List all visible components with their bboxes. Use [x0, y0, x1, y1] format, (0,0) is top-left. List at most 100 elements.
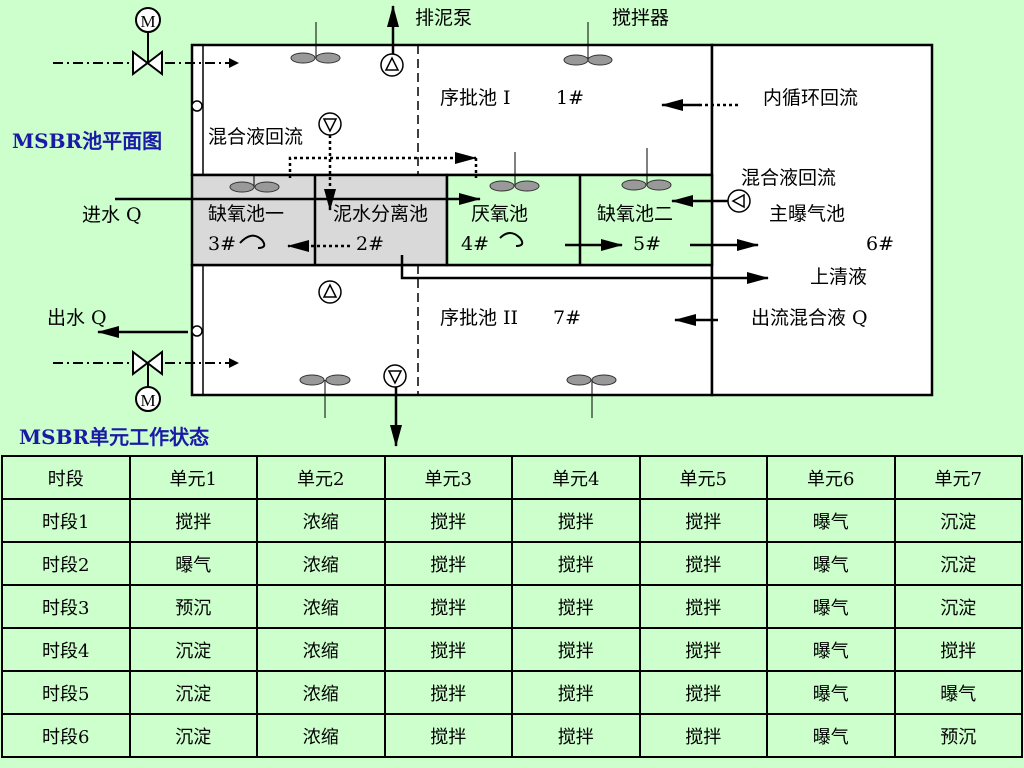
table-cell: 时段2: [1, 541, 131, 586]
table-cell: 搅拌: [383, 541, 513, 586]
inflow-label: 进水 Q: [82, 204, 142, 226]
table-cell: 预沉: [128, 584, 258, 629]
table-cell: 沉淀: [128, 670, 258, 715]
table-cell: 沉淀: [893, 584, 1023, 629]
table-row: 时段3 预沉 浓缩 搅拌 搅拌 搅拌 曝气 沉淀: [1, 584, 1023, 629]
table-cell: 时段5: [1, 670, 131, 715]
table-row: 时段5 沉淀 浓缩 搅拌 搅拌 搅拌 曝气 曝气: [1, 670, 1023, 715]
outflow-label: 出水 Q: [47, 307, 107, 329]
sludge-pump-label: 排泥泵: [415, 7, 473, 29]
table-cell: 浓缩: [256, 498, 386, 543]
header-cell: 单元4: [511, 455, 641, 500]
table-cell: 沉淀: [893, 498, 1023, 543]
table-row: 时段6 沉淀 浓缩 搅拌 搅拌 搅拌 曝气 预沉: [1, 713, 1023, 758]
tank-7-number: 7#: [553, 307, 582, 329]
pump-icon: [318, 53, 751, 388]
table-cell: 预沉: [893, 713, 1023, 758]
table-cell: 搅拌: [383, 670, 513, 715]
swirl-icon: [239, 232, 524, 249]
msbr-plan-diagram: M M: [53, 5, 934, 447]
table-cell: 搅拌: [511, 713, 641, 758]
header-cell: 单元7: [893, 455, 1023, 500]
anoxic-tank-1-label: 缺氧池一: [208, 203, 285, 225]
header-cell: 单元5: [638, 455, 768, 500]
table-cell: 搅拌: [893, 627, 1023, 672]
table-cell: 曝气: [766, 541, 896, 586]
table-cell: 浓缩: [256, 627, 386, 672]
table-cell: 搅拌: [638, 670, 768, 715]
mixed-recycle-right-label: 混合液回流: [741, 167, 837, 189]
table-cell: 搅拌: [638, 584, 768, 629]
inner-recycle-label: 内循环回流: [763, 87, 859, 109]
mixed-recycle-left-label: 混合液回流: [208, 126, 304, 148]
header-cell: 单元6: [766, 455, 896, 500]
header-cell: 单元3: [383, 455, 513, 500]
header-cell: 单元1: [128, 455, 258, 500]
table-header-row: 时段 单元1 单元2 单元3 单元4 单元5 单元6 单元7: [1, 455, 1023, 500]
supernatant-label: 上清液: [810, 266, 868, 288]
table-cell: 浓缩: [256, 713, 386, 758]
table-cell: 浓缩: [256, 584, 386, 629]
plan-title: MSBR池平面图: [12, 129, 163, 153]
table-cell: 搅拌: [383, 498, 513, 543]
anaerobic-tank-label: 厌氧池: [471, 203, 529, 225]
tank-6-number: 6#: [866, 233, 895, 255]
mixer-label: 搅拌器: [612, 7, 670, 29]
anoxic-tank-2-label: 缺氧池二: [597, 203, 674, 225]
main-aeration-label: 主曝气池: [769, 203, 846, 225]
table-cell: 曝气: [766, 498, 896, 543]
table-cell: 搅拌: [383, 584, 513, 629]
table-cell: 搅拌: [511, 498, 641, 543]
table-cell: 沉淀: [128, 713, 258, 758]
table-cell: 搅拌: [638, 498, 768, 543]
table-cell: 时段4: [1, 627, 131, 672]
mixer-icon: [229, 22, 672, 418]
table-cell: 搅拌: [383, 627, 513, 672]
batch-tank-2-label: 序批池 II: [440, 307, 519, 329]
tank-4-number: 4#: [461, 233, 490, 255]
header-cell: 单元2: [256, 455, 386, 500]
table-cell: 搅拌: [638, 627, 768, 672]
motor-label-bottom: M: [140, 391, 155, 410]
table-cell: 浓缩: [256, 541, 386, 586]
table-cell: 曝气: [766, 713, 896, 758]
outlet-port-top: [191, 100, 203, 112]
table-cell: 搅拌: [511, 584, 641, 629]
state-table-title: MSBR单元工作状态: [19, 425, 210, 449]
table-cell: 曝气: [893, 670, 1023, 715]
tank-3-number: 3#: [208, 233, 237, 255]
state-table: 时段 单元1 单元2 单元3 单元4 单元5 单元6 单元7 时段1 搅拌 浓缩…: [1, 455, 1023, 758]
table-cell: 时段6: [1, 713, 131, 758]
tank-1-number: 1#: [556, 87, 585, 109]
table-cell: 搅拌: [128, 498, 258, 543]
tank-outline: [190, 43, 934, 397]
table-cell: 搅拌: [511, 670, 641, 715]
tank-5-number: 5#: [633, 233, 662, 255]
table-row: 时段1 搅拌 浓缩 搅拌 搅拌 搅拌 曝气 沉淀: [1, 498, 1023, 543]
table-cell: 时段1: [1, 498, 131, 543]
table-cell: 曝气: [766, 670, 896, 715]
table-cell: 时段3: [1, 584, 131, 629]
header-cell: 时段: [1, 455, 131, 500]
table-cell: 曝气: [766, 627, 896, 672]
outflow-mixed-label: 出流混合液 Q: [751, 307, 868, 329]
table-cell: 搅拌: [638, 541, 768, 586]
valve-bottom: [53, 349, 239, 412]
batch-tank-1-label: 序批池 I: [440, 87, 511, 109]
table-row: 时段2 曝气 浓缩 搅拌 搅拌 搅拌 曝气 沉淀: [1, 541, 1023, 586]
valve-top: [53, 7, 239, 77]
motor-label-top: M: [140, 12, 155, 31]
table-cell: 浓缩: [256, 670, 386, 715]
table-row: 时段4 沉淀 浓缩 搅拌 搅拌 搅拌 曝气 搅拌: [1, 627, 1023, 672]
separator-tank-label: 泥水分离池: [333, 203, 429, 225]
table-cell: 搅拌: [383, 713, 513, 758]
table-cell: 搅拌: [511, 541, 641, 586]
table-cell: 沉淀: [128, 627, 258, 672]
table-cell: 搅拌: [638, 713, 768, 758]
outlet-port-bottom: [191, 325, 203, 337]
table-cell: 沉淀: [893, 541, 1023, 586]
table-cell: 搅拌: [511, 627, 641, 672]
tank-2-number: 2#: [356, 233, 385, 255]
table-cell: 曝气: [766, 584, 896, 629]
table-cell: 曝气: [128, 541, 258, 586]
